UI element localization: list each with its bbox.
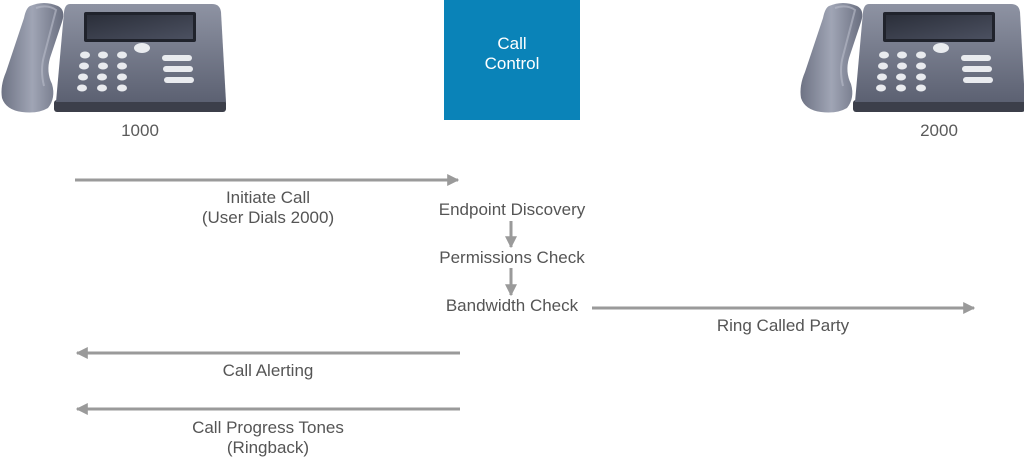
- endpoint-discovery-label: Endpoint Discovery: [438, 200, 586, 219]
- desk-phone-icon: [800, 3, 1024, 113]
- call-control-label-line2: Control: [484, 54, 540, 73]
- ring-called-party-label: Ring Called Party: [716, 316, 850, 335]
- call-control-box: Call Control: [444, 0, 580, 120]
- initiate-call-line1: Initiate Call: [225, 188, 311, 207]
- initiate-call-line2: (User Dials 2000): [201, 208, 335, 227]
- call-progress-line2: (Ringback): [226, 438, 310, 457]
- desk-phone-icon: [1, 3, 226, 113]
- permissions-check-label: Permissions Check: [439, 248, 585, 267]
- call-alerting-label: Call Alerting: [222, 361, 314, 380]
- call-progress-label: Call Progress Tones (Ringback): [148, 418, 388, 458]
- initiate-call-label: Initiate Call (User Dials 2000): [168, 188, 368, 228]
- call-control-label-line1: Call: [497, 34, 527, 53]
- callee-extension-label: 2000: [920, 121, 958, 140]
- call-progress-line1: Call Progress Tones: [192, 418, 344, 437]
- caller-extension-label: 1000: [121, 121, 159, 140]
- bandwidth-check-label: Bandwidth Check: [445, 296, 579, 315]
